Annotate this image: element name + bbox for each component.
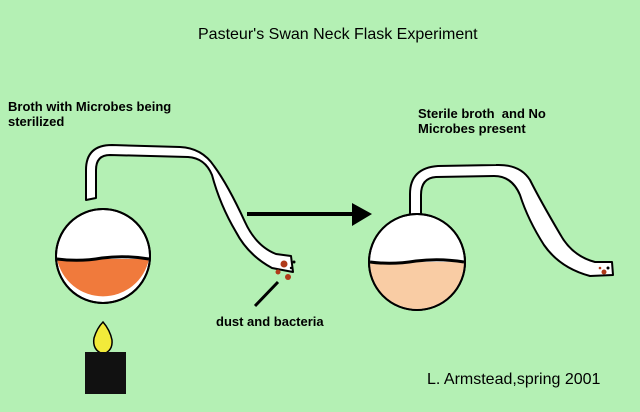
- flame: [92, 320, 113, 355]
- dust-particle: [285, 274, 291, 280]
- dust-particle: [289, 266, 293, 270]
- author-credit: L. Armstead,spring 2001: [427, 371, 601, 388]
- dust-particle: [275, 269, 281, 275]
- diagram-title: Pasteur's Swan Neck Flask Experiment: [198, 26, 478, 43]
- right-flask-caption-line: Microbes present: [418, 121, 526, 136]
- bunsen-burner: [85, 320, 126, 394]
- dust-particle: [601, 269, 607, 275]
- right-flask-broth: [370, 262, 464, 309]
- left-flask-caption-line: Broth with Microbes being: [8, 99, 172, 114]
- dust-particle: [598, 266, 602, 270]
- right-flask-broth-line: [369, 258, 465, 265]
- left-flask-swan-neck: [85, 144, 294, 273]
- right-flask-caption: Sterile broth and No Microbes present: [418, 106, 546, 136]
- left-flask-broth: [57, 259, 149, 297]
- right-flask-swan-neck: [409, 163, 614, 277]
- dust-particle: [606, 266, 610, 270]
- right-flask: [368, 163, 614, 311]
- process-arrow: [247, 203, 372, 226]
- right-flask-caption-line: Sterile broth and No: [418, 106, 546, 121]
- left-flask-caption: Broth with Microbes being sterilized: [8, 99, 171, 129]
- burner-body: [85, 352, 126, 394]
- dust-particle: [292, 260, 296, 264]
- left-flask: [55, 144, 296, 308]
- dust-and-bacteria-label: dust and bacteria: [216, 314, 324, 329]
- arrow-head: [352, 203, 372, 226]
- dust-pointer-line: [253, 280, 280, 308]
- left-flask-broth-line: [56, 255, 150, 262]
- dust-particle: [280, 260, 288, 268]
- left-flask-caption-line: sterilized: [8, 114, 65, 129]
